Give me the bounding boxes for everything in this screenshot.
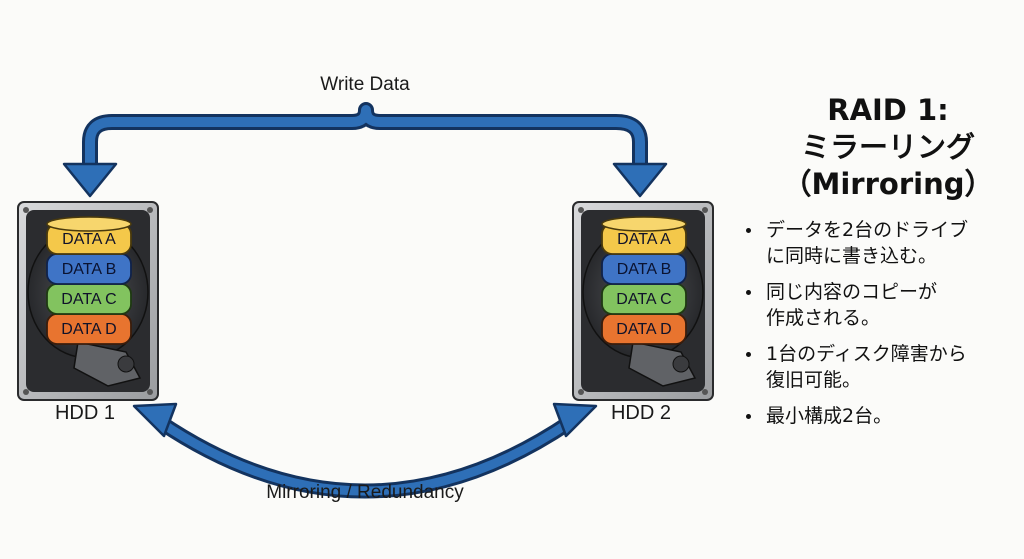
hdd-2-disk-d-label: DATA D xyxy=(616,321,672,338)
raid1-title: RAID 1: ミラーリング （Mirroring） xyxy=(760,92,1016,203)
disk-stack-hdd-2 xyxy=(601,216,687,345)
bullet-icon xyxy=(746,352,751,357)
feature-item: データを2台のドライブ に同時に書き込む。 xyxy=(740,217,1016,269)
title-line: ミラーリング xyxy=(800,130,975,164)
title-line: RAID 1: xyxy=(827,93,949,127)
hdd-1-disk-c-label: DATA C xyxy=(61,291,117,308)
hdd-1-disk-a-label: DATA A xyxy=(62,231,116,248)
bullet-icon xyxy=(746,228,751,233)
feature-item: 1台のディスク障害から 復旧可能。 xyxy=(740,341,1016,393)
mirroring-label: Mirroring / Redundancy xyxy=(266,482,464,503)
disk-stack-hdd-1 xyxy=(46,216,132,345)
bullet-icon xyxy=(746,290,751,295)
feature-text: 1台のディスク障害から 復旧可能。 xyxy=(766,343,967,391)
hdd-2-disk-c-label: DATA C xyxy=(616,291,672,308)
feature-item: 同じ内容のコピーが 作成される。 xyxy=(740,279,1016,331)
feature-text: データを2台のドライブ に同時に書き込む。 xyxy=(766,219,969,267)
feature-list: データを2台のドライブ に同時に書き込む。 同じ内容のコピーが 作成される。 1… xyxy=(740,217,1016,429)
feature-item: 最小構成2台。 xyxy=(740,403,1016,429)
hdd-2-disk-b-label: DATA B xyxy=(616,261,672,278)
title-line: （Mirroring） xyxy=(782,167,994,201)
hdd-2-disk-a-label: DATA A xyxy=(617,231,671,248)
hdd-1-disk-b-label: DATA B xyxy=(61,261,117,278)
hdd-2-label: HDD 2 xyxy=(610,402,671,424)
write-data-arrow xyxy=(62,102,668,198)
raid1-description: RAID 1: ミラーリング （Mirroring） データを2台のドライブ に… xyxy=(740,92,1016,439)
feature-text: 同じ内容のコピーが 作成される。 xyxy=(766,281,938,329)
bullet-icon xyxy=(746,414,751,419)
feature-text: 最小構成2台。 xyxy=(766,405,893,427)
hdd-1-label: HDD 1 xyxy=(54,402,115,424)
mirroring-arrow xyxy=(132,402,598,499)
write-data-label: Write Data xyxy=(320,74,410,95)
hdd-1-disk-d-label: DATA D xyxy=(61,321,117,338)
